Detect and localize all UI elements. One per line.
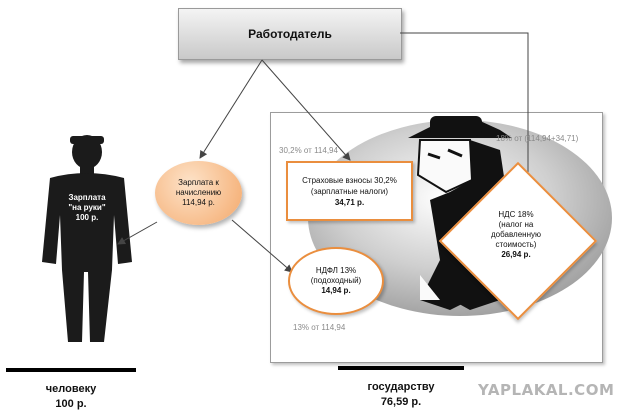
state-total-value: 76,59 р. bbox=[380, 396, 422, 408]
insurance-line2: (зарплатные налоги) bbox=[310, 186, 389, 196]
person-value: 100 р. bbox=[75, 213, 99, 222]
person-total-value: 100 р. bbox=[55, 398, 87, 410]
vat-value: 26,94 р. bbox=[501, 250, 531, 259]
arrow-salary-to-ndfl bbox=[231, 219, 293, 273]
watermark: YAPLAKAL.COM bbox=[478, 381, 615, 399]
ndfl-line2: (подоходный) bbox=[310, 276, 362, 285]
vat-line4: стоимость) bbox=[495, 240, 537, 249]
ndfl-ellipse: НДФЛ 13% (подоходный) 14,94 р. bbox=[288, 247, 384, 315]
insurance-box: Страховые взносы 30,2% (зарплатные налог… bbox=[286, 161, 413, 221]
vat-note: 18% от (114,94+34,71) bbox=[496, 134, 579, 143]
insurance-value: 34,71 р. bbox=[334, 197, 365, 207]
employer-label: Работодатель bbox=[248, 27, 332, 41]
state-total: государству 76,59 р. bbox=[338, 380, 464, 410]
vat-text: НДС 18% (налог на добавленную стоимость)… bbox=[466, 210, 566, 260]
person-label: Зарплата "на руки" 100 р. bbox=[52, 193, 122, 223]
state-total-label: государству bbox=[367, 381, 435, 393]
ndfl-value: 14,94 р. bbox=[321, 286, 351, 295]
arrow-employer-to-insurance bbox=[261, 59, 351, 161]
employer-box: Работодатель bbox=[178, 8, 402, 60]
person-line1: Зарплата bbox=[68, 193, 106, 202]
salary-line2: начислению bbox=[175, 188, 222, 197]
vat-line2: (налог на bbox=[498, 220, 534, 229]
salary-ellipse: Зарплата к начислению 114,94 р. bbox=[155, 161, 242, 225]
insurance-note: 30,2% от 114,94 bbox=[279, 146, 338, 155]
state-underline-bar bbox=[338, 366, 464, 370]
insurance-line1: Страховые взносы 30,2% bbox=[302, 175, 397, 185]
person-total: человеку 100 р. bbox=[6, 382, 136, 412]
salary-line1: Зарплата к bbox=[178, 178, 219, 187]
person-underline-bar bbox=[6, 368, 136, 372]
arrow-salary-to-person bbox=[117, 221, 158, 245]
salary-value: 114,94 р. bbox=[182, 198, 215, 207]
person-line2: "на руки" bbox=[68, 203, 106, 212]
person-silhouette bbox=[42, 135, 132, 342]
vat-line1: НДС 18% bbox=[498, 210, 534, 219]
ndfl-note: 13% от 114,94 bbox=[293, 323, 346, 332]
vat-line3: добавленную bbox=[491, 230, 541, 239]
arrow-employer-to-vat bbox=[400, 32, 532, 187]
person-total-label: человеку bbox=[45, 383, 97, 395]
ndfl-line1: НДФЛ 13% bbox=[315, 266, 357, 275]
arrow-employer-to-salary bbox=[199, 59, 263, 159]
